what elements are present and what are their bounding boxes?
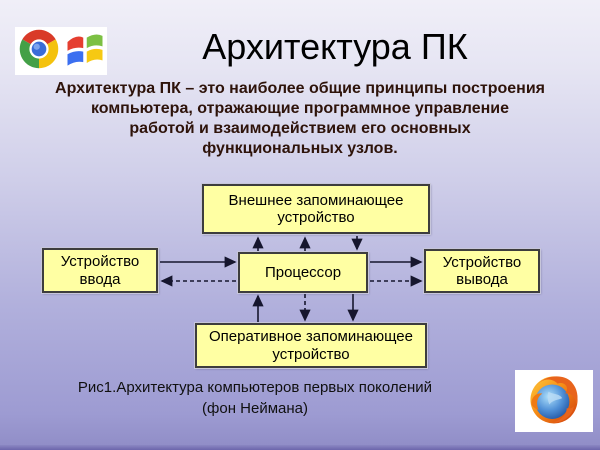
logo-plate: [15, 27, 107, 75]
figure-caption: Рис1.Архитектура компьютеров первых поко…: [0, 377, 510, 419]
chrome-icon: [17, 27, 61, 76]
definition-text: Архитектура ПК – это наиболее общие прин…: [10, 79, 590, 159]
definition-line: функциональных узлов.: [202, 140, 398, 157]
box-processor: Процессор: [237, 251, 369, 294]
firefox-plate: [515, 370, 593, 432]
caption-line-1: Рис1.Архитектура компьютеров первых поко…: [77, 379, 433, 396]
definition-line: работой и взаимодействием его основных: [129, 120, 471, 137]
caption-line-2: (фон Неймана): [202, 400, 308, 417]
definition-line: компьютера, отражающие программное управ…: [90, 100, 510, 117]
box-ram: Оперативное запоминающее устройство: [194, 322, 428, 369]
firefox-icon: [524, 370, 584, 433]
box-external-storage: Внешнее запоминающее устройство: [201, 183, 431, 235]
box-output-device: Устройство вывода: [423, 248, 541, 294]
box-input-device: Устройство ввода: [41, 247, 159, 294]
page-title: Архитектура ПК: [202, 26, 468, 67]
definition-line: Архитектура ПК – это наиболее общие прин…: [55, 80, 545, 97]
windows-icon: [64, 29, 106, 74]
bottom-shadow-strip: [0, 445, 600, 450]
